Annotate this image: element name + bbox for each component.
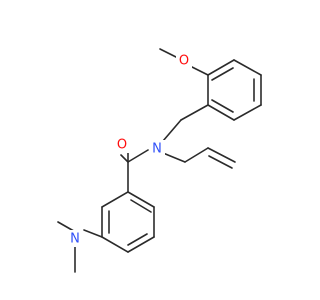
- bond-n-carbonyl: [127, 149, 149, 163]
- bond-ring2-n: [83, 229, 103, 238]
- structure-canvas: O O N N: [57, 48, 262, 273]
- bond-ring2-c: [127, 236, 155, 253]
- bond-methyl-o: [159, 48, 179, 59]
- bond-allyl-ch: [184, 147, 209, 163]
- bond-ring1-ch2: [180, 104, 209, 121]
- label-bg: [114, 136, 130, 153]
- bond-n-allyl: [162, 152, 186, 163]
- bond-ring2-c-inner: [127, 233, 148, 246]
- bond-ring2-d: [101, 236, 129, 253]
- bond-ring2-a-inner: [130, 199, 152, 213]
- label-bg: [149, 140, 165, 157]
- bond-ring1-e-inner: [211, 99, 234, 113]
- bond-allyl-double-a: [207, 147, 236, 163]
- bond-ring2-f: [101, 191, 129, 208]
- bond-ring1-a-inner: [211, 67, 234, 81]
- bond-allyl-double-b: [208, 155, 233, 169]
- methoxy-oxygen-label: O: [179, 54, 189, 69]
- label-bg: [176, 52, 192, 69]
- carbonyl-oxygen-label: O: [117, 138, 127, 153]
- bond-ring1-a: [207, 59, 235, 76]
- bond-ring1-b: [233, 59, 262, 76]
- bond-ring1-d: [233, 104, 262, 121]
- label-bg: [67, 230, 83, 247]
- bond-ring1-e: [207, 104, 235, 121]
- bond-ch2-n: [162, 119, 182, 142]
- amide-nitrogen-label: N: [152, 142, 162, 157]
- bond-ring2-a: [127, 191, 155, 208]
- bond-o-aryl: [189, 65, 209, 76]
- molecule-structure: O O N N: [57, 48, 262, 273]
- bond-carbonyl-o-b: [120, 154, 129, 163]
- dimethylamino-nitrogen-label: N: [70, 232, 80, 247]
